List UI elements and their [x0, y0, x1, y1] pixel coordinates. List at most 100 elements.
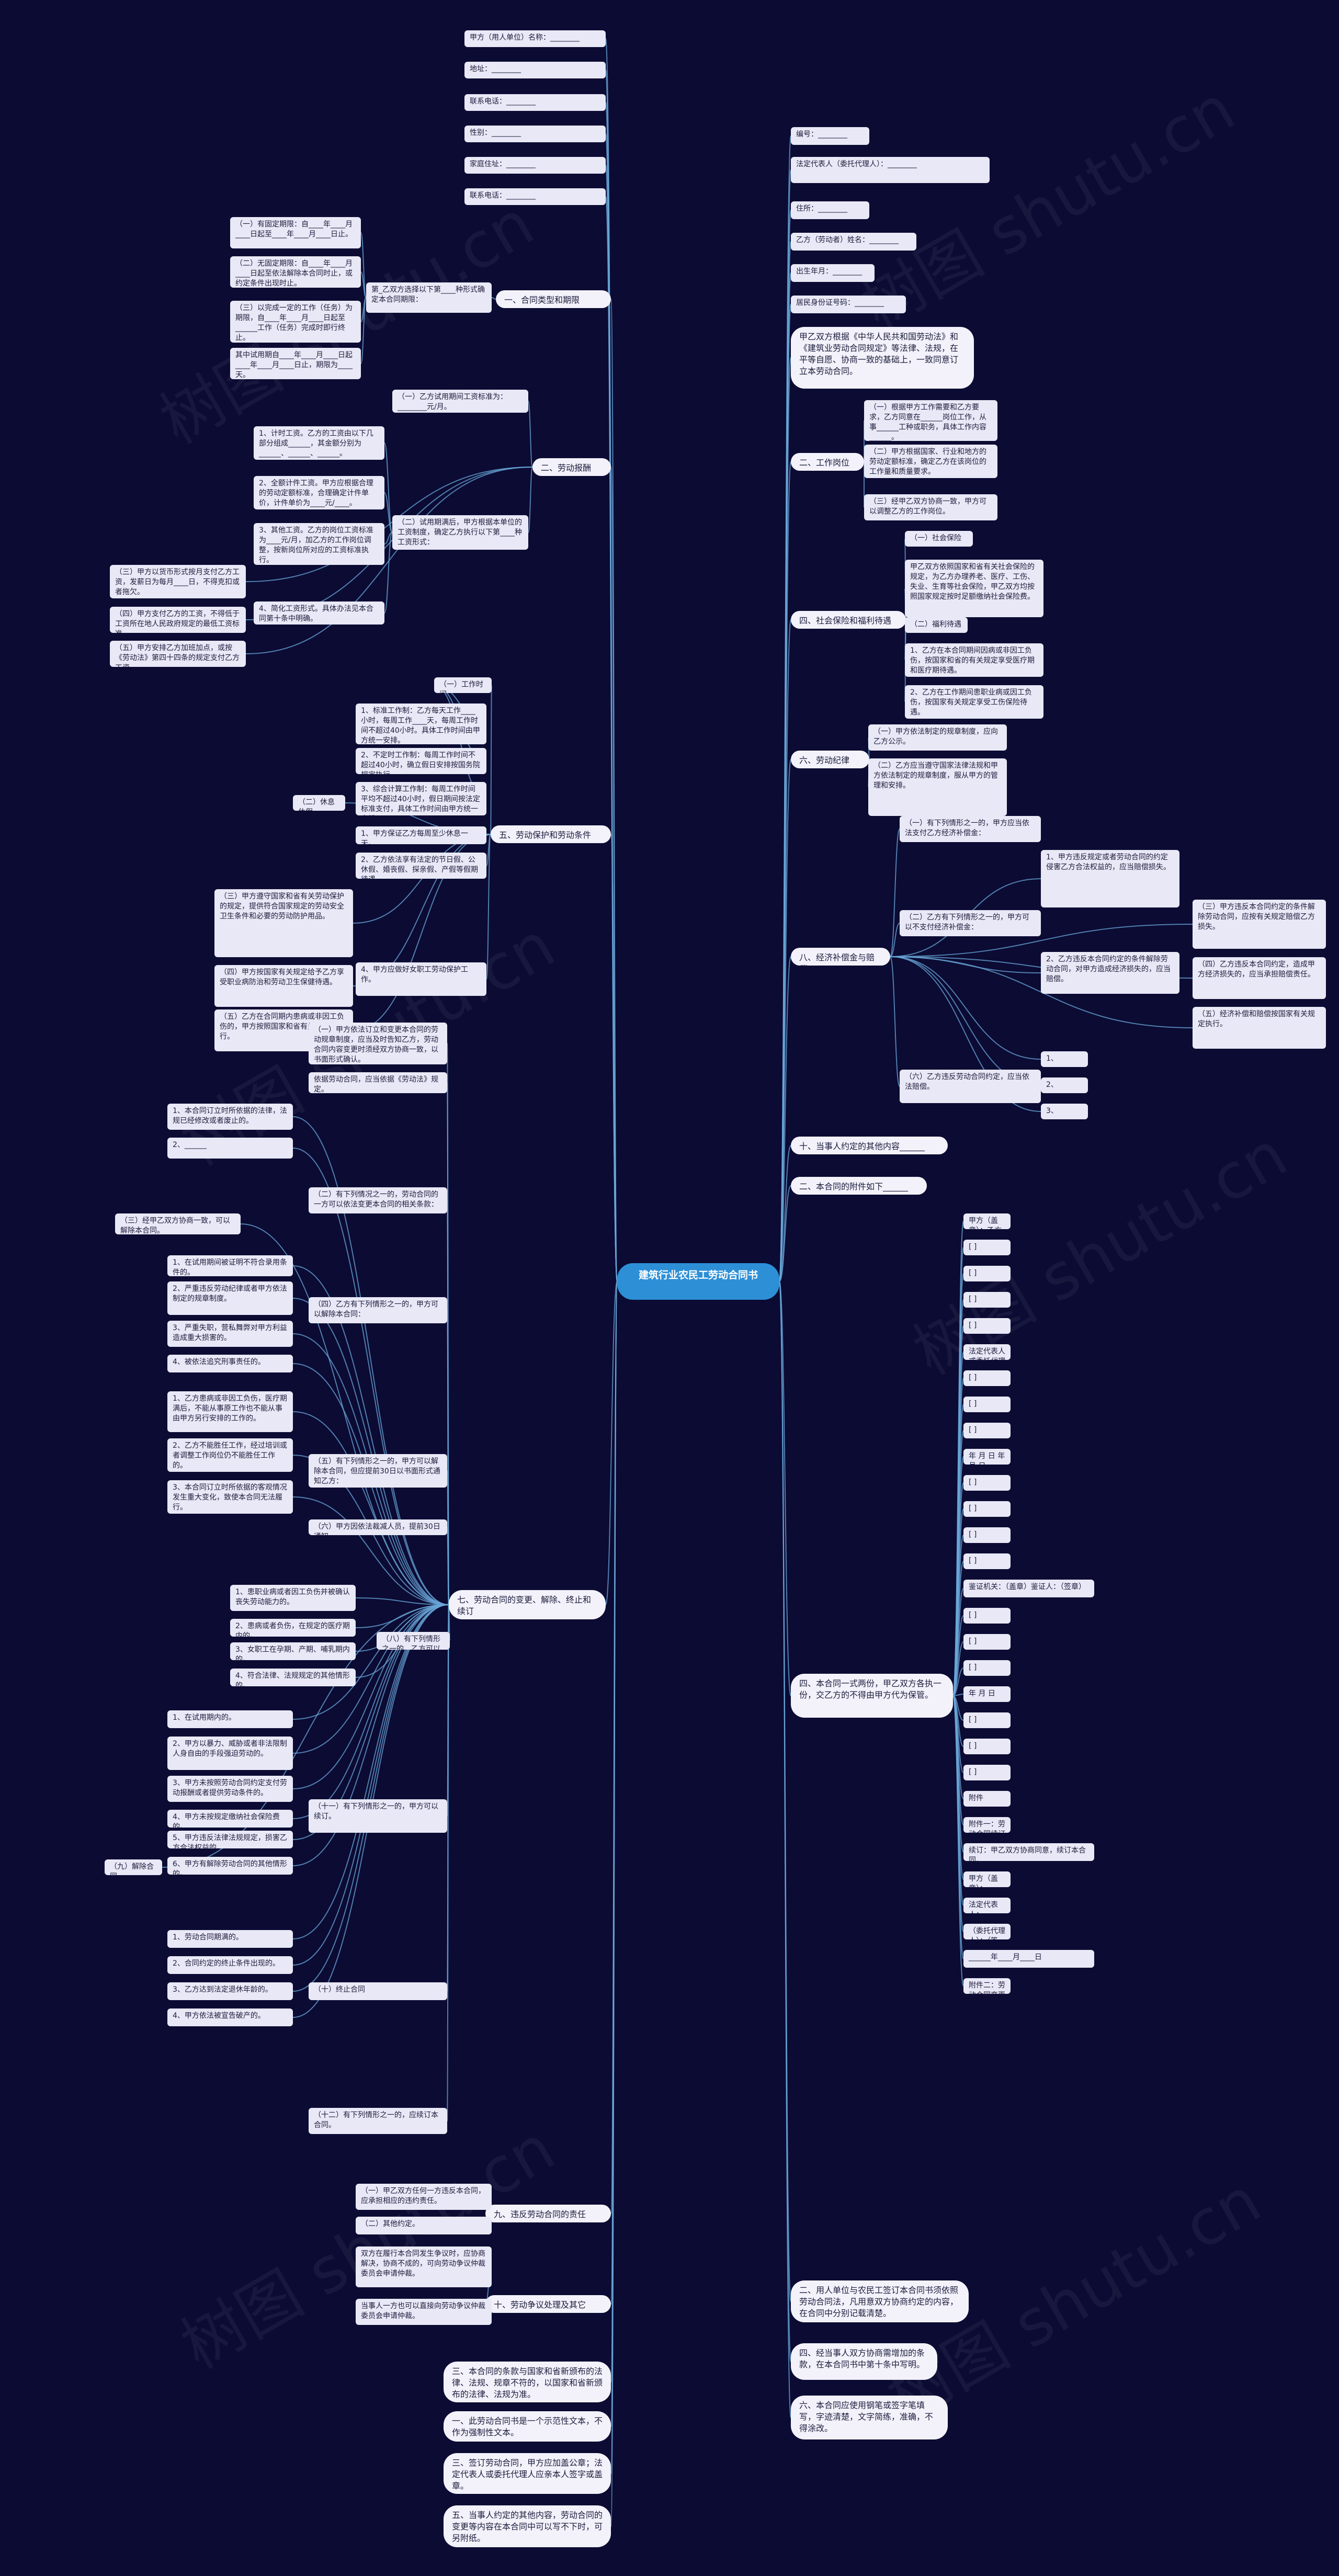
leaf-node: （二）休息休假 — [293, 795, 345, 811]
leaf-node: （四）乙方违反本合同约定，造成甲方经济损失的，应当承担赔偿责任。 — [1193, 957, 1326, 999]
watermark: 树图 shutu.cn — [902, 1118, 1299, 1390]
leaf-node: [ ] — [963, 1527, 1011, 1543]
mindmap-link — [890, 956, 1041, 973]
mindmap-link — [447, 1200, 449, 1605]
leaf-node: （六）乙方违反劳动合同约定，应当依法赔偿。 — [900, 1070, 1041, 1103]
mindmap-link — [360, 232, 367, 298]
leaf-node: [ ] — [963, 1712, 1011, 1728]
mindmap-link — [491, 297, 496, 300]
mindmap-link — [610, 299, 618, 1282]
leaf-node: [ ] — [963, 1765, 1011, 1780]
mindmap-link — [610, 1281, 618, 2305]
leaf-node: （二）试用期满后，甲方根据本单位的工资制度，确定乙方执行以下第____种工资形式… — [392, 515, 528, 550]
leaf-node: 1、标准工作制：乙方每天工作____小时，每周工作____天，每周工作时间不超过… — [356, 703, 486, 744]
mindmap-link — [447, 1082, 449, 1605]
leaf-node: 2、乙方不能胜任工作，经过培训或者调整工作岗位仍不能胜任工作的。 — [167, 1438, 293, 1472]
branch-node: 一、此劳动合同书是一个示范性文本，不作为强制性文本。 — [444, 2411, 611, 2442]
leaf-node: （二）甲方根据国家、行业和地方的劳动定额标准，确定乙方在该岗位的工作量和质量要求… — [864, 445, 997, 478]
leaf-node: 2、乙方依法享有法定的节日假、公休假、婚丧假、探亲假、产假等假期待遇。 — [356, 853, 486, 879]
party-a-field: 甲方（用人单位）名称：________ — [464, 30, 606, 47]
mindmap-link — [952, 1695, 964, 1799]
leaf-node: （三）以完成一定的工作（任务）为期限，自____年____月____日起至___… — [230, 301, 361, 343]
mindmap-link — [952, 1695, 964, 1880]
mindmap-link — [610, 1281, 618, 2214]
mindmap-link — [779, 241, 791, 1282]
mindmap-link — [605, 102, 618, 1282]
leaf-node: 法定代表人或委托代理人（签名）： — [963, 1344, 1011, 1360]
leaf-node: （十一）有下列情形之一的，甲方可以续订。 — [309, 1799, 447, 1833]
party-a-field: 地址：________ — [464, 62, 606, 78]
leaf-node: 年 月 日 — [963, 1686, 1011, 1702]
leaf-node: （八）有下列情形之一的，乙方可以随时通知甲方解除本合同： — [377, 1632, 450, 1650]
party-a-field: 联系电话：________ — [464, 188, 606, 205]
leaf-node: [ ] — [963, 1501, 1011, 1517]
mindmap-link — [779, 619, 791, 1282]
leaf-node: （三）甲方遵守国家和省有关劳动保护的规定，提供符合国家规定的劳动安全卫生条件和必… — [214, 889, 353, 957]
leaf-node: 4、被依法追究刑事责任的。 — [167, 1355, 293, 1372]
mindmap-link — [952, 1695, 964, 1773]
mindmap-link — [952, 1694, 964, 1696]
mindmap-link — [890, 956, 900, 1087]
leaf-node: 1、乙方患病或非因工负伤，医疗期满后，不能从事原工作也不能从事由甲方另行安排的工… — [167, 1391, 293, 1432]
mindmap-link — [952, 1535, 964, 1696]
leaf-node: （一）乙方试用期间工资标准为：________元/月。 — [392, 390, 528, 413]
mindmap-link — [779, 956, 791, 1282]
leaf-node: （一）有固定期限：自____年____月____日起至____年____月___… — [230, 217, 361, 248]
mindmap-link — [779, 1185, 791, 1282]
leaf-node: [ ] — [963, 1423, 1011, 1438]
mindmap-link — [447, 1310, 449, 1605]
leaf-node: （四）甲方按国家有关规定给予乙方享受职业病防治和劳动卫生保健待遇。 — [214, 965, 353, 1007]
leaf-node: 1、甲方违反规定或者劳动合同的约定侵害乙方合法权益的，应当赔偿损失。 — [1041, 850, 1179, 907]
mindmap-link — [486, 834, 491, 980]
mindmap-link — [779, 1281, 791, 1696]
branch-node: 二、本合同的附件如下______ — [791, 1177, 927, 1195]
leaf-node: 1、________ — [1041, 1051, 1088, 1067]
leaf-node: 1、患职业病或者因工负伤并被确认丧失劳动能力的。 — [230, 1585, 356, 1611]
mindmap-link — [952, 1352, 964, 1696]
party-a-field: 性别：________ — [464, 126, 606, 142]
mindmap-link — [528, 467, 533, 533]
mindmap-link — [384, 442, 393, 533]
leaf-node: 3、________ — [1041, 1104, 1088, 1119]
leaf-node: 2、________ — [1041, 1077, 1088, 1093]
leaf-node: [ ] — [963, 1475, 1011, 1491]
leaf-node: （三）甲方以货币形式按月支付乙方工资，发薪日为每月____日，不得克扣或者拖欠。 — [110, 565, 246, 598]
mindmap-link — [952, 1221, 964, 1696]
leaf-node: 甲方（盖章）：________ — [963, 1871, 1011, 1887]
mindmap-link — [486, 834, 491, 866]
watermark: 树图 shutu.cn — [169, 2112, 567, 2384]
branch-node: 三、本合同的条款与国家和省新颁布的法律、法规、规章不符的，以国家和省新颁布的法律… — [444, 2362, 611, 2402]
mindmap-link — [447, 1604, 449, 1992]
branch-node: 九、违反劳动合同的责任 — [485, 2205, 611, 2222]
branch-node: 四、本合同一式两份，甲乙双方各执一份，交乙方的不得由甲方代为保管。 — [791, 1674, 953, 1718]
leaf-node: 3、其他工资。乙方的岗位工资标准为____元/月，加乙方的工作岗位调整，按新岗位… — [254, 523, 384, 565]
leaf-node: 附件二：劳动合同变更书 — [963, 1978, 1011, 1994]
mindmap-link — [447, 1043, 449, 1605]
mindmap-link — [779, 461, 791, 1282]
branch-node: 二、劳动报酬 — [532, 458, 611, 476]
leaf-node: （三）甲方违反本合同约定的条件解除劳动合同，应按有关规定赔偿乙方损失。 — [1193, 900, 1326, 949]
branch-node: 甲乙双方根据《中华人民共和国劳动法》和《建筑业劳动合同规定》等法律、法规，在平等… — [791, 327, 974, 389]
leaf-node: 1、在试用期间被证明不符合录用条件的。 — [167, 1255, 293, 1276]
leaf-node: 甲方（盖章）：乙方（签名）： — [963, 1213, 1011, 1229]
mindmap-link — [952, 1325, 964, 1696]
mindmap-link — [605, 165, 618, 1282]
leaf-node: 1、乙方在本合同期间因病或非因工负伤，按国家和省的有关规定享受医疗期和医疗期待遇… — [905, 643, 1043, 677]
party-a-field: 家庭住址：________ — [464, 157, 606, 174]
leaf-node: 附件 — [963, 1791, 1011, 1807]
mindmap-link — [490, 685, 492, 835]
mindmap-link — [779, 1281, 791, 2418]
leaf-node: （五）经济补偿和赔偿按国家有关规定执行。 — [1193, 1007, 1326, 1049]
mindmap-link — [486, 834, 491, 836]
branch-node: 四、社会保险和福利待遇 — [791, 611, 906, 629]
leaf-node: （十）终止合同 — [309, 1982, 447, 2000]
leaf-node: （四）乙方有下列情形之一的，甲方可以解除本合同： — [309, 1297, 447, 1323]
leaf-node: 附件一：劳动合同续订书 — [963, 1817, 1011, 1833]
mindmap-link — [384, 532, 393, 614]
leaf-node: （二）有下列情况之一的，劳动合同的一方可以依法变更本合同的相关条款： — [309, 1187, 447, 1213]
mindmap-link — [447, 1604, 449, 2121]
mindmap-link — [952, 1299, 964, 1696]
leaf-node: （五）甲方安排乙方加班加点，或按《劳动法》第四十四条的规定支付乙方工资。 — [110, 641, 246, 667]
mindmap-link — [952, 1695, 964, 1825]
branch-node: 二、工作岗位 — [791, 453, 864, 471]
